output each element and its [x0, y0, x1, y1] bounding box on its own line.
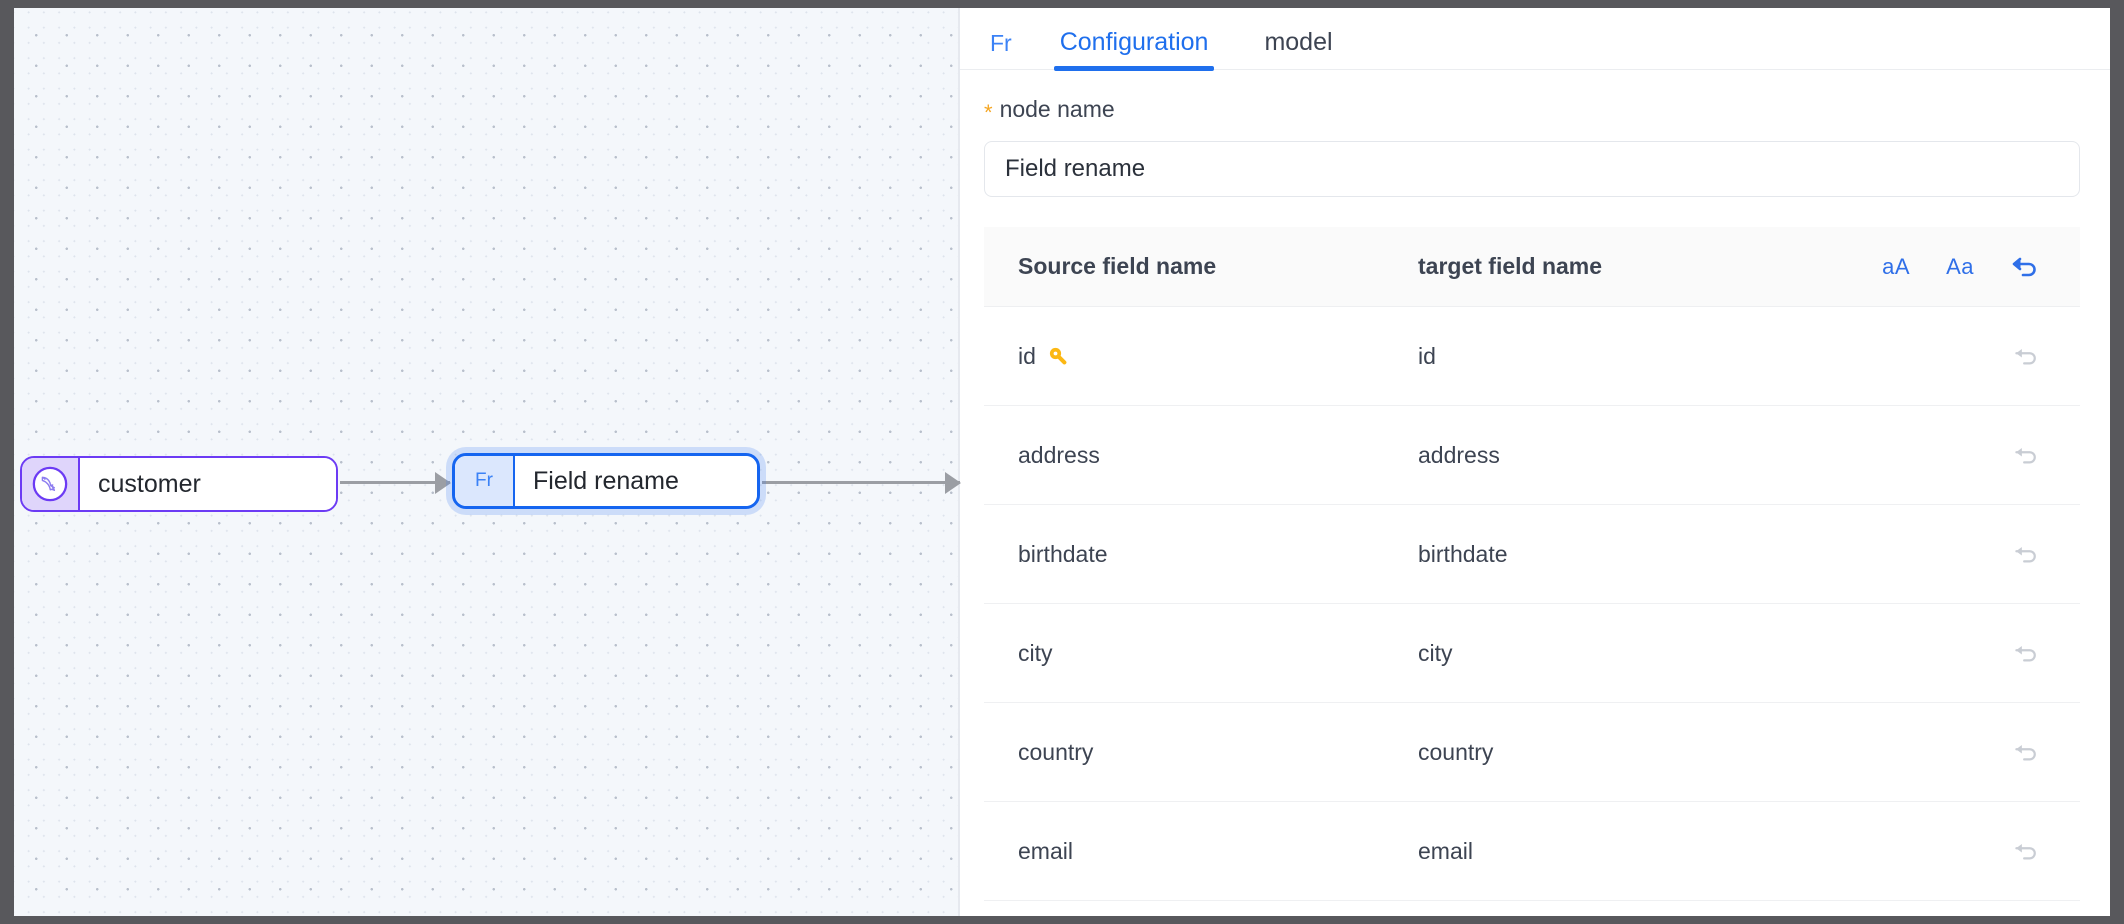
row-reset-undo-icon[interactable]: [2012, 344, 2040, 368]
cell-target-field[interactable]: id: [1418, 342, 1436, 369]
cell-target-field[interactable]: country: [1418, 738, 1494, 765]
row-reset-undo-icon[interactable]: [2012, 839, 2040, 863]
app-window: customer Fr Field rename Fr Configuratio…: [14, 8, 2110, 916]
row-actions: [1780, 839, 2080, 863]
column-header-source-field-name: Source field name: [1018, 253, 1217, 279]
cell-source-field-text: id: [1018, 342, 1036, 369]
primary-key-icon: [1047, 345, 1069, 367]
mysql-dolphin-icon: [22, 458, 80, 510]
arrow-right-icon: [435, 471, 451, 494]
canvas-node-field-rename[interactable]: Fr Field rename: [452, 453, 760, 509]
cell-target-field[interactable]: email: [1418, 837, 1473, 864]
panel-body: * node name Source field name target fie…: [960, 70, 2110, 916]
row-actions: [1780, 641, 2080, 665]
reset-all-undo-icon[interactable]: [2010, 254, 2040, 280]
field-mapping-table: Source field name target field name aA A…: [984, 227, 2080, 901]
row-reset-undo-icon[interactable]: [2012, 641, 2040, 665]
row-actions: [1780, 443, 2080, 467]
flow-canvas[interactable]: customer Fr Field rename: [14, 8, 961, 916]
tab-configuration[interactable]: Configuration: [1053, 30, 1215, 71]
cell-source-field: country: [1018, 738, 1094, 765]
table-header-actions: aA Aa: [1780, 254, 2080, 280]
column-header-target-field-name: target field name: [1418, 253, 1603, 279]
node-badge-fr: Fr: [455, 456, 515, 506]
table-row[interactable]: birthdate birthdate: [984, 505, 2080, 604]
cell-target-field[interactable]: birthdate: [1418, 540, 1508, 567]
cell-source-field: email: [1018, 837, 1073, 864]
row-actions: [1780, 542, 2080, 566]
cell-source-field: birthdate: [1018, 540, 1108, 567]
required-asterisk-icon: *: [984, 99, 993, 125]
row-reset-undo-icon[interactable]: [2012, 443, 2040, 467]
table-row[interactable]: country country: [984, 703, 2080, 802]
cell-target-field[interactable]: address: [1418, 441, 1500, 468]
row-actions: [1780, 740, 2080, 764]
node-name-input[interactable]: [984, 141, 2080, 197]
node-name-label-text: node name: [999, 96, 1115, 122]
table-row[interactable]: address address: [984, 406, 2080, 505]
cell-target-field[interactable]: city: [1418, 639, 1453, 666]
uppercase-convert-button[interactable]: aA: [1882, 253, 1911, 279]
edge-field-rename-output: [762, 471, 961, 494]
tab-node-type-badge: Fr: [990, 30, 1012, 56]
table-row[interactable]: city city: [984, 604, 2080, 703]
properties-panel: Fr Configuration model * node name Sourc…: [960, 8, 2110, 916]
row-actions: [1780, 344, 2080, 368]
node-label-field-rename: Field rename: [515, 456, 757, 506]
node-name-label: * node name: [984, 96, 2080, 123]
row-reset-undo-icon[interactable]: [2012, 542, 2040, 566]
panel-tabs: Fr Configuration model: [960, 8, 2110, 71]
edge-customer-to-field-rename: [340, 471, 451, 494]
node-label-customer: customer: [80, 458, 336, 510]
lowercase-convert-button[interactable]: Aa: [1946, 253, 1974, 279]
cell-source-field: address: [1018, 441, 1100, 468]
cell-source-field: id: [1018, 343, 1418, 370]
table-header-row: Source field name target field name aA A…: [984, 227, 2080, 307]
row-reset-undo-icon[interactable]: [2012, 740, 2040, 764]
table-row[interactable]: id id: [984, 307, 2080, 406]
arrow-right-icon: [945, 471, 961, 494]
canvas-node-customer[interactable]: customer: [20, 456, 338, 512]
table-row[interactable]: email email: [984, 802, 2080, 901]
cell-source-field: city: [1018, 639, 1053, 666]
tab-model[interactable]: model: [1264, 28, 1333, 56]
